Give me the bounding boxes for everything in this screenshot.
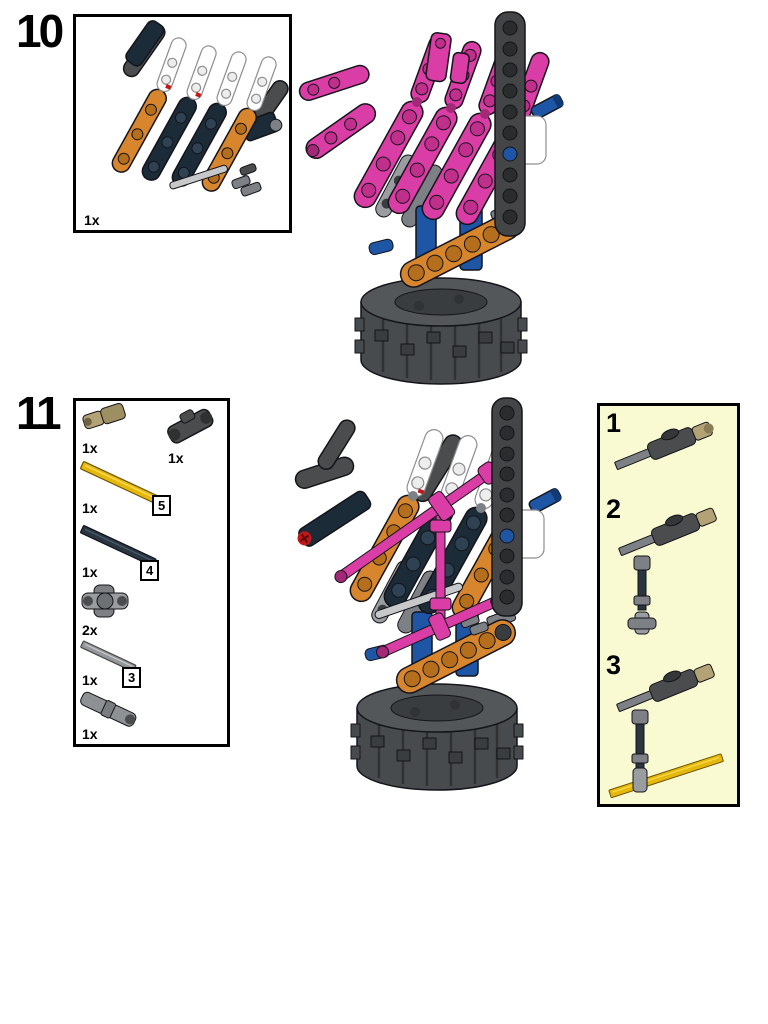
substep-3-image [608, 663, 724, 799]
step-10-part-image-finger-subassembly [111, 20, 289, 197]
step-11-parts-box: 1x 1x 1x 5 1x 4 [73, 398, 230, 747]
quantity-label: 1x [82, 500, 98, 516]
magenta-axle-assembly [334, 461, 504, 659]
quantity-label: 1x [168, 450, 184, 466]
substep-1-image [614, 421, 714, 470]
quantity-label: 2x [82, 622, 98, 638]
orange-wrist-beam [395, 619, 516, 694]
quantity-label: 1x [82, 440, 98, 456]
base-drum [350, 683, 524, 791]
navy-tab [125, 20, 165, 67]
part-image-gray-long-pin-connector [80, 691, 137, 727]
step-11-number: 11 [16, 387, 62, 439]
callout-number: 5 [152, 495, 172, 516]
gray-pins [231, 163, 262, 197]
step-10-parts-box: 1x [73, 14, 292, 233]
substep-callout-box: 1 2 3 [597, 403, 740, 807]
substep-number: 3 [606, 650, 622, 680]
base-drum [354, 277, 528, 385]
step-11-model-image [294, 397, 562, 791]
blue-pin [528, 488, 562, 514]
substep-2-image [618, 507, 717, 635]
part-image-dark-gray-cross-axle-connector [167, 408, 214, 444]
callout-number: 3 [122, 667, 142, 688]
quantity-label: 1x [82, 672, 98, 688]
substep-number: 1 [606, 408, 622, 438]
vertical-beam [494, 11, 526, 237]
quantity-label: 1x [82, 564, 98, 580]
part-image-gray-perpendicular-axle-connector [81, 584, 129, 618]
callout-number: 4 [140, 560, 160, 581]
quantity-label: 1x [82, 726, 98, 742]
step-10-model-image [298, 11, 564, 385]
vertical-beam [491, 397, 523, 617]
quantity-label: 1x [84, 212, 100, 228]
blue-pin [530, 94, 564, 120]
part-image-tan-axle-connector [82, 402, 126, 430]
step-10-number: 10 [16, 5, 64, 57]
substep-number: 2 [606, 494, 622, 524]
navy-thumb-with-red-axle [297, 490, 372, 547]
